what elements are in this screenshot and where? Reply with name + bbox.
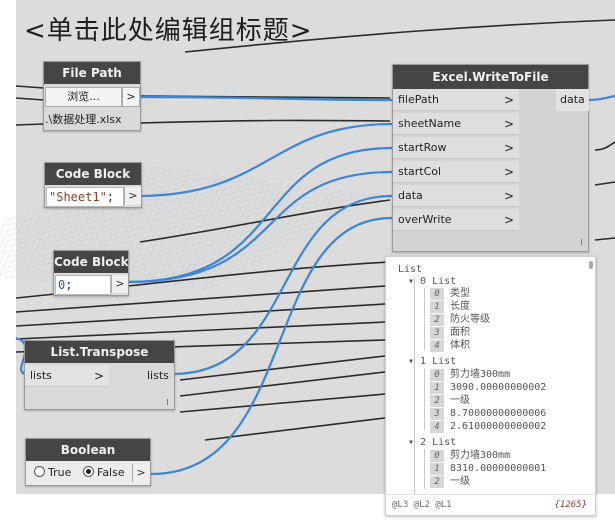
port-label: filePath bbox=[398, 93, 439, 106]
tree-line bbox=[424, 368, 425, 430]
preview-group[interactable]: ▾ 0 List bbox=[408, 276, 457, 287]
chevron-right-icon: > bbox=[503, 165, 514, 179]
output-port-data[interactable]: data bbox=[556, 89, 589, 111]
port-label: data bbox=[398, 189, 423, 202]
output-port-arrow[interactable]: > bbox=[132, 464, 149, 482]
group-label: 1 List bbox=[420, 356, 457, 367]
group-title[interactable]: <单击此处编辑组标题> bbox=[24, 16, 313, 46]
radio-true-icon bbox=[34, 466, 45, 477]
level-indicators[interactable]: @L3 @L2 @L1 bbox=[392, 500, 452, 510]
node-title: List.Transpose bbox=[25, 341, 174, 363]
port-label: startCol bbox=[398, 165, 442, 178]
chevron-right-icon: > bbox=[93, 369, 104, 383]
node-title: Code Block bbox=[54, 251, 129, 273]
chevron-right-icon: > bbox=[503, 213, 514, 227]
preview-root: List bbox=[398, 264, 423, 275]
radio-true[interactable]: True bbox=[34, 466, 71, 479]
input-port-data[interactable]: data > bbox=[393, 185, 519, 207]
radio-false[interactable]: False bbox=[83, 466, 125, 479]
radio-label: True bbox=[48, 466, 72, 479]
input-port-overwrite[interactable]: overWrite > bbox=[393, 209, 519, 231]
preview-group[interactable]: ▾ 1 List bbox=[408, 356, 457, 367]
code-string: "Sheet1" bbox=[49, 190, 107, 204]
excel-write-node[interactable]: Excel.WriteToFile filePath > sheetName > s… bbox=[392, 64, 589, 252]
chevron-right-icon: > bbox=[503, 93, 514, 107]
tree-line bbox=[424, 449, 425, 489]
code-end: ; bbox=[65, 278, 73, 292]
code-number: 0 bbox=[58, 278, 66, 292]
chevron-right-icon: > bbox=[503, 141, 514, 155]
input-port-filepath[interactable]: filePath > bbox=[393, 89, 519, 111]
resize-handle[interactable] bbox=[167, 399, 168, 405]
code-input[interactable]: 0; bbox=[55, 275, 111, 295]
output-port-arrow[interactable]: > bbox=[122, 87, 140, 107]
port-label: startRow bbox=[398, 141, 447, 154]
node-title: Excel.WriteToFile bbox=[393, 65, 588, 89]
group-label: 2 List bbox=[420, 437, 457, 448]
list-transpose-node[interactable]: List.Transpose lists > lists bbox=[24, 340, 175, 410]
code-end: ; bbox=[106, 190, 115, 204]
input-port-sheetname[interactable]: sheetName > bbox=[393, 113, 519, 135]
file-path-node[interactable]: File Path 浏览... > .\数据处理.xlsx bbox=[43, 61, 141, 131]
scrollbar-thumb[interactable] bbox=[589, 261, 593, 269]
node-title: File Path bbox=[44, 62, 140, 84]
group-label: 0 List bbox=[420, 276, 457, 287]
radio-false-icon bbox=[83, 466, 94, 477]
code-block-zero-node[interactable]: Code Block 0; > bbox=[53, 250, 129, 296]
output-port-arrow[interactable]: > bbox=[111, 275, 128, 293]
output-port-arrow[interactable]: > bbox=[124, 187, 141, 205]
file-path-value: .\数据处理.xlsx bbox=[45, 113, 122, 126]
boolean-node[interactable]: Boolean True False > bbox=[25, 438, 151, 486]
input-port-startrow[interactable]: startRow > bbox=[393, 137, 519, 159]
resize-handle[interactable] bbox=[581, 239, 582, 245]
port-label: sheetName bbox=[398, 117, 462, 130]
browse-button[interactable]: 浏览... bbox=[45, 87, 122, 107]
input-port-startcol[interactable]: startCol > bbox=[393, 161, 519, 183]
tree-line bbox=[414, 277, 415, 503]
preview-group[interactable]: ▾ 2 List bbox=[408, 437, 457, 448]
node-title: Code Block bbox=[45, 163, 141, 185]
chevron-right-icon: > bbox=[503, 189, 514, 203]
chevron-right-icon: > bbox=[503, 117, 514, 131]
code-block-sheet-node[interactable]: Code Block "Sheet1"; > bbox=[44, 162, 142, 208]
preview-footer: @L3 @L2 @L1 {1265} bbox=[386, 494, 595, 515]
code-input[interactable]: "Sheet1"; bbox=[46, 187, 124, 207]
item-count: {1265} bbox=[554, 500, 587, 510]
node-title: Boolean bbox=[26, 439, 150, 461]
radio-label: False bbox=[97, 466, 125, 479]
output-port-lists[interactable]: lists bbox=[147, 369, 169, 382]
port-label: lists bbox=[30, 369, 52, 382]
port-label: overWrite bbox=[398, 213, 452, 226]
tree-line bbox=[424, 288, 425, 350]
input-port-lists[interactable]: lists > bbox=[25, 365, 109, 387]
